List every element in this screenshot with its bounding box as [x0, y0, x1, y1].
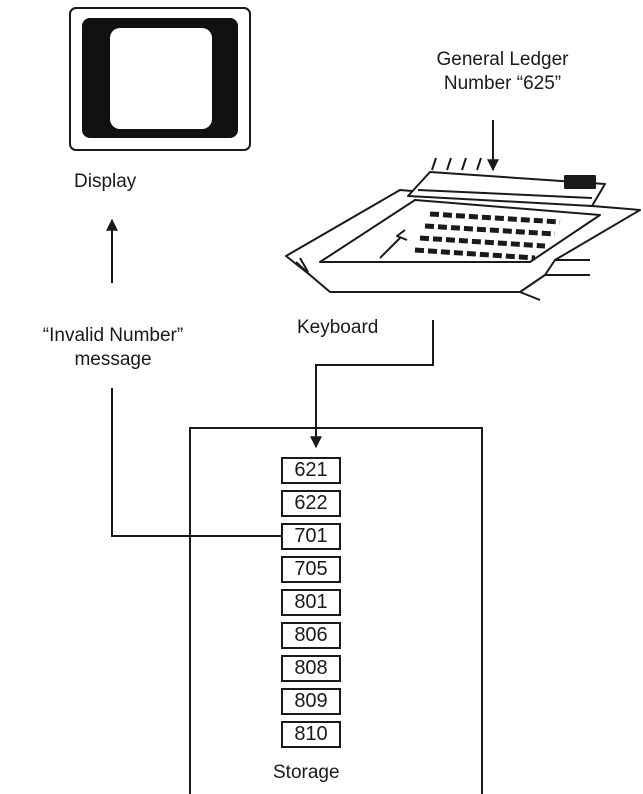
message-note-line1: “Invalid Number”	[42, 325, 184, 346]
display-monitor-icon	[69, 7, 251, 151]
keyboard-icon	[285, 157, 641, 301]
input-note: General Ledger Number “625”	[420, 48, 585, 96]
keyboard-label: Keyboard	[297, 317, 379, 338]
storage-cell: 808	[281, 655, 341, 682]
input-note-line2: Number “625”	[443, 73, 562, 94]
storage-label: Storage	[273, 762, 340, 783]
storage-cell: 806	[281, 622, 341, 649]
storage-cell: 622	[281, 490, 341, 517]
message-note-line2: message	[74, 349, 152, 370]
storage-cell: 810	[281, 721, 341, 748]
storage-cell: 701	[281, 523, 341, 550]
storage-box	[189, 427, 483, 794]
message-note: “Invalid Number” message	[8, 324, 218, 372]
keyboard-to-storage-connector	[310, 320, 434, 449]
input-note-line1: General Ledger	[436, 49, 569, 70]
storage-cell: 705	[281, 556, 341, 583]
storage-cell: 621	[281, 457, 341, 484]
storage-to-display-connector	[111, 388, 283, 537]
storage-cell: 801	[281, 589, 341, 616]
display-label: Display	[74, 171, 137, 192]
storage-cell: 809	[281, 688, 341, 715]
